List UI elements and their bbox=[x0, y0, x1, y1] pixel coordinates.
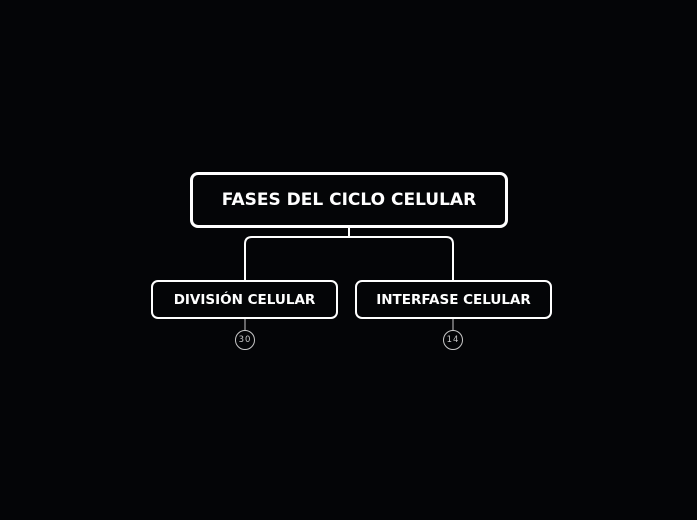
connector-branch-bar bbox=[244, 236, 454, 280]
collapsed-count-badge-division[interactable]: 30 bbox=[235, 330, 255, 350]
root-topic-label: FASES DEL CICLO CELULAR bbox=[221, 190, 477, 210]
badge-count-division: 30 bbox=[238, 335, 252, 345]
topic-label-interfase-celular: INTERFASE CELULAR bbox=[376, 291, 531, 308]
collapsed-count-badge-interfase[interactable]: 14 bbox=[443, 330, 463, 350]
root-topic-node[interactable]: FASES DEL CICLO CELULAR bbox=[190, 172, 508, 228]
topic-node-interfase-celular[interactable]: INTERFASE CELULAR bbox=[355, 280, 552, 319]
badge-count-interfase: 14 bbox=[446, 335, 460, 345]
topic-label-division-celular: DIVISIÓN CELULAR bbox=[173, 291, 316, 308]
topic-node-division-celular[interactable]: DIVISIÓN CELULAR bbox=[151, 280, 338, 319]
